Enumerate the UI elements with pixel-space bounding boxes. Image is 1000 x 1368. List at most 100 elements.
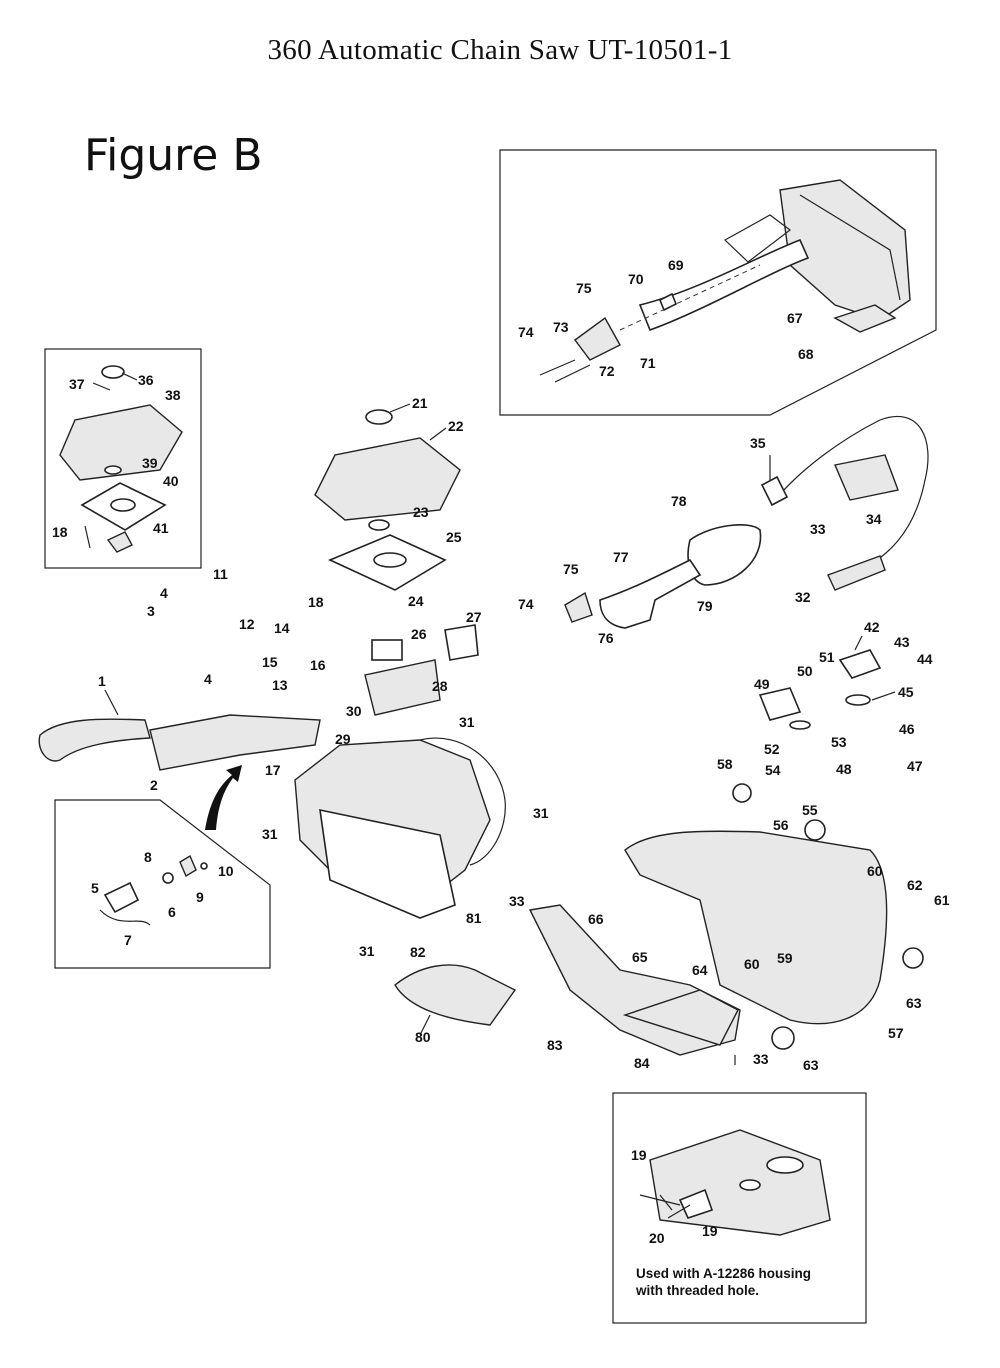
- callout-3: 3: [147, 603, 155, 619]
- callout-63b: 63: [803, 1057, 819, 1073]
- callout-27: 27: [466, 609, 482, 625]
- callout-34: 34: [866, 511, 882, 527]
- callout-5: 5: [91, 880, 99, 896]
- callout-36: 36: [138, 372, 154, 388]
- callout-31a: 31: [459, 714, 475, 730]
- callout-18: 18: [52, 524, 68, 540]
- callout-8: 8: [144, 849, 152, 865]
- callout-62: 62: [907, 877, 923, 893]
- callout-53: 53: [831, 734, 847, 750]
- callout-40: 40: [163, 473, 179, 489]
- callout-54: 54: [765, 762, 781, 778]
- callout-31c: 31: [533, 805, 549, 821]
- inset-frame-air-filter-cover: [44, 348, 202, 569]
- document-title: 360 Automatic Chain Saw UT-10501-1: [267, 34, 733, 66]
- callout-19b: 19: [702, 1223, 718, 1239]
- base-plate-part: [394, 904, 741, 1056]
- callout-66: 66: [588, 911, 604, 927]
- callout-80: 80: [415, 1029, 431, 1045]
- callout-31b: 31: [262, 826, 278, 842]
- inset-frame-housing-note: [612, 1092, 867, 1324]
- fuel-tank-part: [624, 649, 924, 1050]
- callout-58: 58: [717, 756, 733, 772]
- inset-frame-handle-bracket: [499, 149, 937, 416]
- callout-81: 81: [466, 910, 482, 926]
- callout-29: 29: [335, 731, 351, 747]
- callout-79: 79: [697, 598, 713, 614]
- callout-2: 2: [150, 777, 158, 793]
- callout-71: 71: [640, 355, 656, 371]
- callout-24: 24: [408, 593, 424, 609]
- callout-38: 38: [165, 387, 181, 403]
- callout-14: 14: [274, 620, 290, 636]
- callout-28: 28: [432, 678, 448, 694]
- callout-75a: 75: [576, 280, 592, 296]
- inset-frame-throttle-linkage: [54, 799, 271, 969]
- callout-37: 37: [69, 376, 85, 392]
- callout-17: 17: [265, 762, 281, 778]
- callout-50: 50: [797, 663, 813, 679]
- callout-55: 55: [802, 802, 818, 818]
- callout-63a: 63: [906, 995, 922, 1011]
- callout-69: 69: [668, 257, 684, 273]
- callout-61: 61: [934, 892, 950, 908]
- callout-39: 39: [142, 455, 158, 471]
- callout-26: 26: [411, 626, 427, 642]
- callout-31d: 31: [359, 943, 375, 959]
- callout-64: 64: [692, 962, 708, 978]
- callout-21: 21: [412, 395, 428, 411]
- callout-30: 30: [346, 703, 362, 719]
- rear-handle-part: [38, 714, 321, 771]
- callout-59: 59: [777, 950, 793, 966]
- carburetor-part: [364, 624, 479, 716]
- callout-83: 83: [547, 1037, 563, 1053]
- callout-60b: 60: [744, 956, 760, 972]
- callout-6: 6: [168, 904, 176, 920]
- callout-13: 13: [272, 677, 288, 693]
- handle-bracket-part: [564, 524, 762, 629]
- throttle-linkage-detail: [99, 854, 208, 926]
- callout-46: 46: [899, 721, 915, 737]
- callout-23: 23: [413, 504, 429, 520]
- callout-75b: 75: [563, 561, 579, 577]
- callout-9: 9: [196, 889, 204, 905]
- callout-25: 25: [446, 529, 462, 545]
- callout-labels: 1 2 3 4 4 5 6 7 8 9 10 11 12 13 14 15 16…: [52, 257, 950, 1246]
- callout-33a: 33: [810, 521, 826, 537]
- callout-16: 16: [310, 657, 326, 673]
- curved-arrow-icon: [205, 765, 242, 830]
- callout-49: 49: [754, 676, 770, 692]
- callout-60a: 60: [867, 863, 883, 879]
- callout-20: 20: [649, 1230, 665, 1246]
- callout-32: 32: [795, 589, 811, 605]
- callout-57: 57: [888, 1025, 904, 1041]
- callout-52: 52: [764, 741, 780, 757]
- leader-lines: [92, 372, 896, 1211]
- callout-7: 7: [124, 932, 132, 948]
- callout-47: 47: [907, 758, 923, 774]
- callout-12: 12: [239, 616, 255, 632]
- callout-82: 82: [410, 944, 426, 960]
- callout-72: 72: [599, 363, 615, 379]
- callout-19: 19: [631, 1147, 647, 1163]
- handle-bracket-detail: [539, 179, 911, 383]
- callout-45: 45: [898, 684, 914, 700]
- callout-56: 56: [773, 817, 789, 833]
- callout-18b: 18: [308, 594, 324, 610]
- callout-15: 15: [262, 654, 278, 670]
- callout-42: 42: [864, 619, 880, 635]
- callout-22: 22: [448, 418, 464, 434]
- callout-33c: 33: [753, 1051, 769, 1067]
- callout-67: 67: [787, 310, 803, 326]
- callout-78: 78: [671, 493, 687, 509]
- housing-inset-detail: [639, 1129, 831, 1236]
- callout-77: 77: [613, 549, 629, 565]
- engine-housing-part: [294, 737, 506, 919]
- air-filter-cover-part: [314, 409, 461, 591]
- callout-44: 44: [917, 651, 933, 667]
- front-handle-bar-part: [760, 415, 929, 591]
- callout-84: 84: [634, 1055, 650, 1071]
- callout-41: 41: [153, 520, 169, 536]
- air-filter-cover-detail: [59, 365, 183, 553]
- callout-10: 10: [218, 863, 234, 879]
